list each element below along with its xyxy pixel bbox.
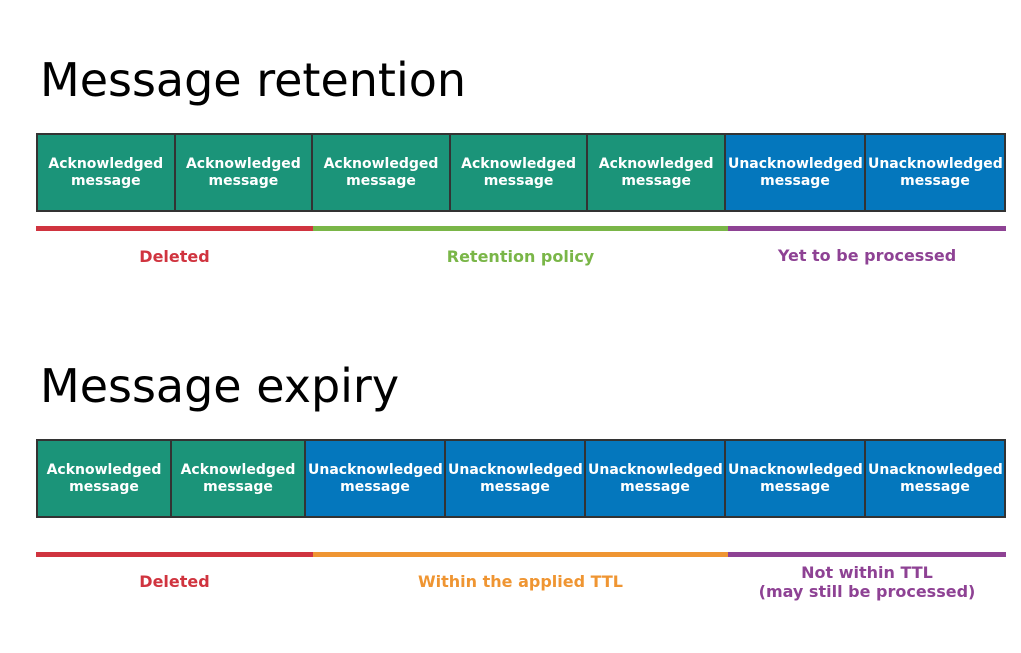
expiry-message-cell: Unacknowledged message bbox=[446, 441, 586, 516]
retention-message-cell: Unacknowledged message bbox=[725, 135, 866, 210]
message-cell-label: Acknowledged message bbox=[180, 461, 296, 495]
retention-policy-label: Retention policy bbox=[446, 247, 595, 266]
message-cell-label: Unacknowledged message bbox=[867, 155, 1003, 189]
message-cell-label: Acknowledged message bbox=[323, 155, 439, 189]
expiry-message-row: Acknowledged message Acknowledged messag… bbox=[36, 439, 1006, 518]
retention-message-cell: Acknowledged message bbox=[313, 135, 451, 210]
message-cell-label: Acknowledged message bbox=[185, 155, 301, 189]
expiry-ttl-label: Within the applied TTL bbox=[417, 572, 623, 591]
message-cell-label: Unacknowledged message bbox=[448, 461, 583, 495]
retention-deleted-bar bbox=[36, 226, 313, 231]
expiry-deleted-bar bbox=[36, 552, 313, 557]
retention-title: Message retention bbox=[40, 53, 467, 107]
message-cell-label: Acknowledged message bbox=[48, 155, 164, 189]
expiry-message-cell: Unacknowledged message bbox=[306, 441, 446, 516]
retention-message-cell: Acknowledged message bbox=[450, 135, 589, 210]
expiry-message-cell: Acknowledged message bbox=[172, 441, 306, 516]
message-cell-label: Acknowledged message bbox=[46, 461, 162, 495]
message-cell-label: Acknowledged message bbox=[598, 155, 714, 189]
message-cell-label: Unacknowledged message bbox=[308, 461, 443, 495]
expiry-ttl-bar bbox=[313, 552, 728, 557]
retention-pending-bar bbox=[728, 226, 1006, 231]
retention-deleted-label: Deleted bbox=[139, 247, 210, 266]
expiry-not-within-ttl-label: Not within TTL (may still be processed) bbox=[758, 563, 976, 602]
retention-policy-bar bbox=[313, 226, 728, 231]
expiry-message-cell: Unacknowledged message bbox=[726, 441, 866, 516]
retention-message-cell: Acknowledged message bbox=[175, 135, 314, 210]
expiry-message-cell: Unacknowledged message bbox=[866, 441, 1004, 516]
retention-message-cell: Unacknowledged message bbox=[865, 135, 1004, 210]
retention-message-cell: Acknowledged message bbox=[38, 135, 176, 210]
expiry-title: Message expiry bbox=[40, 359, 400, 413]
message-cell-label: Unacknowledged message bbox=[727, 155, 863, 189]
expiry-not-within-ttl-bar bbox=[728, 552, 1006, 557]
expiry-message-cell: Acknowledged message bbox=[38, 441, 172, 516]
expiry-message-cell: Unacknowledged message bbox=[586, 441, 726, 516]
retention-pending-label: Yet to be processed bbox=[777, 246, 957, 265]
message-cell-label: Unacknowledged message bbox=[868, 461, 1003, 495]
retention-message-row: Acknowledged message Acknowledged messag… bbox=[36, 133, 1006, 212]
message-cell-label: Unacknowledged message bbox=[728, 461, 863, 495]
message-cell-label: Acknowledged message bbox=[461, 155, 576, 189]
expiry-deleted-label: Deleted bbox=[139, 572, 210, 591]
retention-message-cell: Acknowledged message bbox=[588, 135, 726, 210]
message-cell-label: Unacknowledged message bbox=[588, 461, 723, 495]
